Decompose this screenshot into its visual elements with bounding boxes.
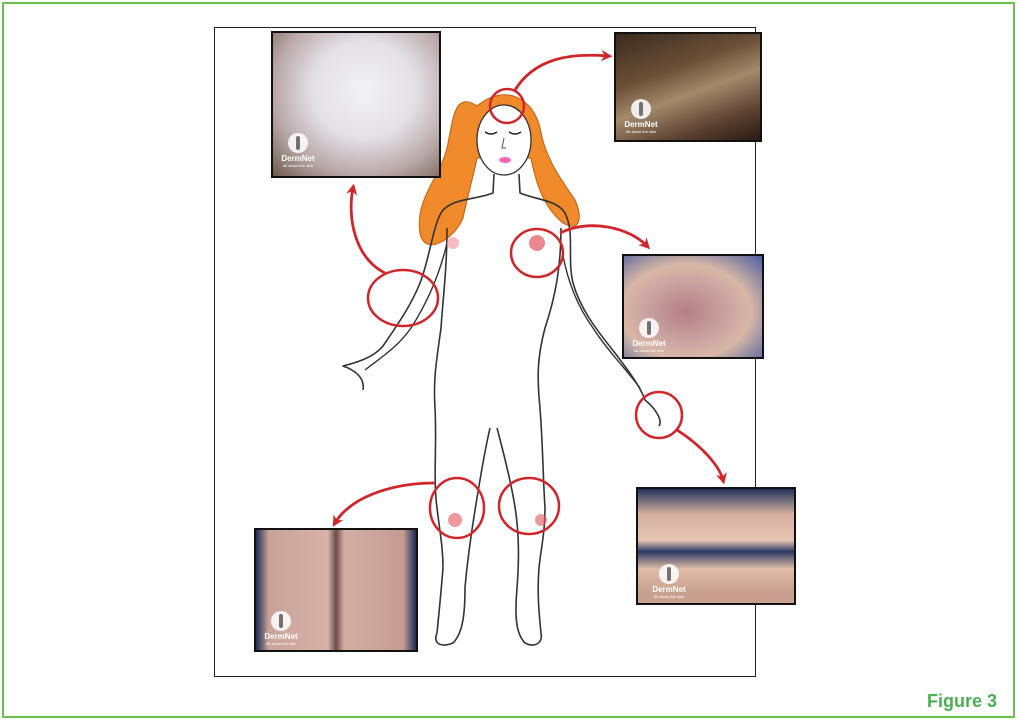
arrow-to-knees bbox=[335, 483, 435, 523]
arrow-to-armpit bbox=[560, 226, 647, 246]
circle-knee-right bbox=[499, 478, 559, 534]
rash-knee-right bbox=[535, 514, 547, 526]
lips bbox=[499, 157, 511, 163]
illustration-panel: DermNet All about the skin DermNet All a… bbox=[214, 27, 756, 677]
arrow-to-fingers bbox=[677, 430, 723, 480]
dermnet-logo bbox=[271, 611, 291, 631]
watermark: DermNet All about the skin bbox=[650, 564, 688, 599]
photo-armpit: DermNet All about the skin bbox=[622, 254, 764, 359]
watermark: DermNet All about the skin bbox=[279, 133, 317, 168]
watermark: DermNet All about the skin bbox=[262, 611, 300, 646]
circle-hand bbox=[636, 392, 682, 438]
photo-scalp: DermNet All about the skin bbox=[614, 32, 762, 142]
rash-knee-left bbox=[448, 513, 462, 527]
photo-fingers: DermNet All about the skin bbox=[636, 487, 796, 605]
dermnet-logo bbox=[631, 99, 651, 119]
dermnet-logo bbox=[659, 564, 679, 584]
watermark: DermNet All about the skin bbox=[622, 99, 660, 134]
photo-knees: DermNet All about the skin bbox=[254, 528, 418, 652]
rash-breast bbox=[529, 235, 545, 251]
watermark: DermNet All about the skin bbox=[630, 318, 668, 353]
rash-armpit-left bbox=[447, 237, 459, 249]
photo-elbow-plaque: DermNet All about the skin bbox=[271, 31, 441, 178]
dermnet-logo bbox=[639, 318, 659, 338]
dermnet-logo bbox=[288, 133, 308, 153]
arm-lines bbox=[365, 243, 640, 388]
arrow-to-elbow-photo bbox=[351, 188, 385, 273]
arrow-to-scalp bbox=[515, 55, 608, 90]
figure-caption: Figure 3 bbox=[927, 691, 997, 712]
